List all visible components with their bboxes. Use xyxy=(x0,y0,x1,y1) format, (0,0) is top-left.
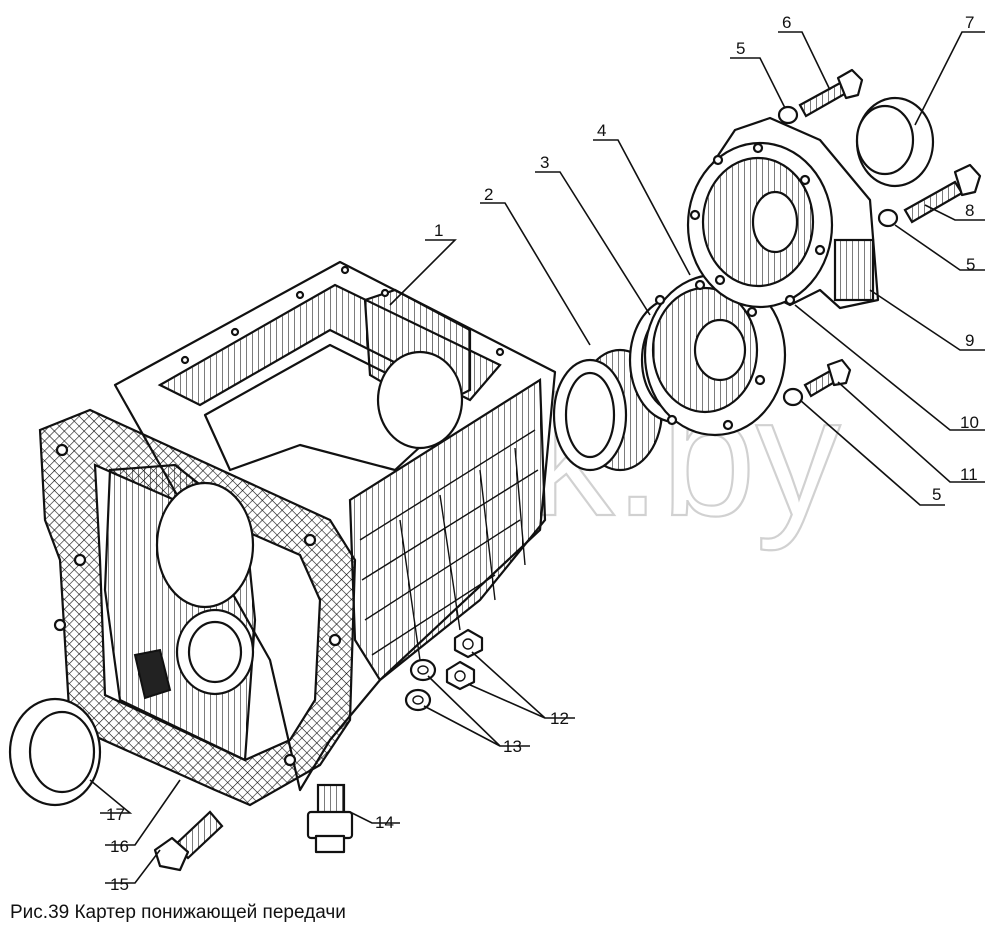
callout-5-right: 5 xyxy=(966,255,975,274)
plug xyxy=(306,783,354,854)
callout-5-top: 5 xyxy=(736,39,745,58)
callout-6: 6 xyxy=(782,13,791,32)
bolt-11 xyxy=(803,358,852,398)
callout-3: 3 xyxy=(540,153,549,172)
exploded-parts-diagram: mazik.by xyxy=(8,13,985,894)
callout-9: 9 xyxy=(965,331,974,350)
bolt-6 xyxy=(798,68,864,118)
bolt-15 xyxy=(153,810,224,872)
callout-13: 13 xyxy=(503,737,522,756)
bolt-8 xyxy=(903,163,982,224)
washers xyxy=(404,658,437,712)
callout-15: 15 xyxy=(110,875,129,894)
figure-caption: Рис.39 Картер понижающей передачи xyxy=(10,902,346,923)
callout-12: 12 xyxy=(550,709,569,728)
callout-1: 1 xyxy=(434,221,443,240)
leader-lines xyxy=(89,31,985,884)
callout-7: 7 xyxy=(965,13,974,32)
seal-ring xyxy=(8,697,102,807)
callout-11: 11 xyxy=(960,465,978,484)
callout-14: 14 xyxy=(375,813,394,832)
nuts xyxy=(445,628,484,691)
callout-16: 16 xyxy=(110,837,129,856)
spring-washers xyxy=(777,105,899,407)
callout-5-bottom: 5 xyxy=(932,485,941,504)
callout-2: 2 xyxy=(484,185,493,204)
callouts: 1 2 3 4 5 6 7 8 5 9 10 11 5 12 13 14 15 … xyxy=(106,13,979,894)
cover xyxy=(686,116,880,310)
gasket xyxy=(38,408,357,807)
bearing-housing xyxy=(643,273,787,437)
callout-17: 17 xyxy=(106,805,125,824)
callout-10: 10 xyxy=(960,413,979,432)
callout-4: 4 xyxy=(597,121,606,140)
callout-8: 8 xyxy=(965,201,974,220)
oil-seal xyxy=(855,96,935,188)
front-flange xyxy=(103,463,257,762)
